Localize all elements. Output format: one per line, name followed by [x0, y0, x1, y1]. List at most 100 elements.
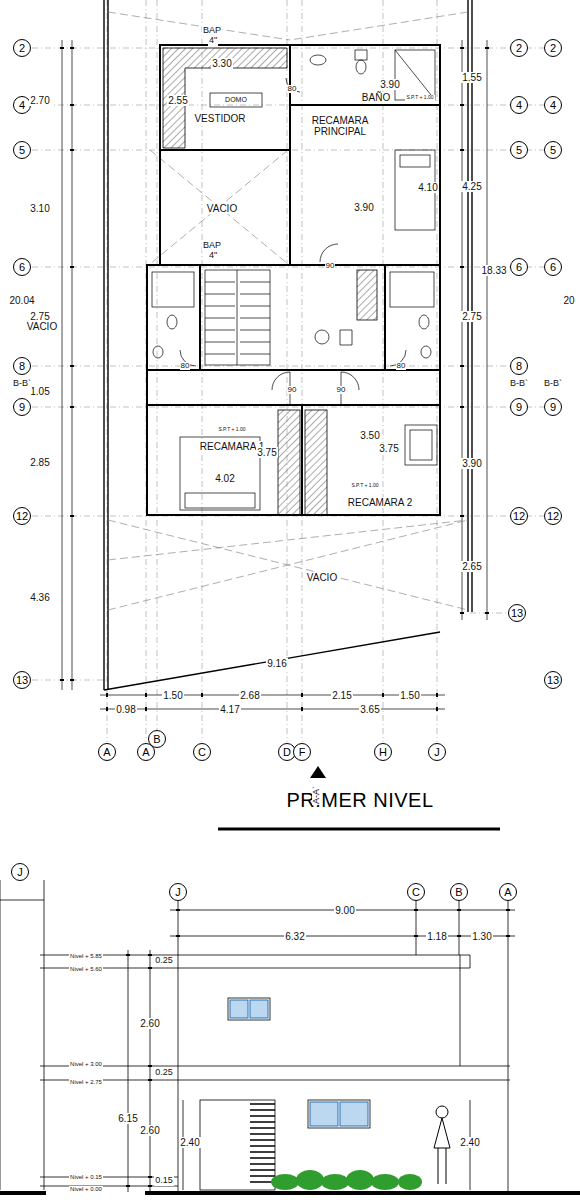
grid-bubble: C — [193, 743, 211, 761]
dimension-label: 2.40 — [459, 1137, 480, 1148]
grid-bubble: 4 — [510, 96, 528, 114]
grid-label: 13 — [511, 608, 523, 619]
grid-label: A — [142, 747, 149, 758]
grid-bubble: 5 — [510, 141, 528, 159]
grid-bubble: 2 — [13, 39, 31, 57]
grid-label: 5 — [550, 145, 556, 156]
grid-bubble: 8 — [13, 357, 31, 375]
grid-bubble: 5 — [544, 141, 562, 159]
dimension-label: BAP — [202, 241, 222, 251]
grid-bubble: J — [169, 883, 187, 901]
grid-bubble: 9 — [13, 398, 31, 416]
grid-label: F — [299, 747, 306, 758]
dimension-label: 0.25 — [154, 956, 174, 966]
grid-bubble: A — [98, 743, 116, 761]
grid-label: 8 — [19, 361, 25, 372]
grid-label: 12 — [513, 511, 525, 522]
grid-bubble: 13 — [544, 671, 562, 689]
dimension-label: Nivel + 0.00 — [69, 1186, 103, 1193]
dimension-label: 2.60 — [139, 1125, 160, 1136]
plan-title: PRIMER NIVEL — [286, 789, 433, 812]
grid-label: 6 — [516, 262, 522, 273]
dimension-label: VESTIDOR — [193, 113, 246, 124]
grid-bubble: 13 — [508, 604, 526, 622]
grid-bubble: 6 — [510, 258, 528, 276]
dimension-label: 2.75 — [461, 311, 482, 322]
dimension-label: B-B` — [12, 379, 32, 389]
dimension-label: Nivel + 2.75 — [69, 1079, 103, 1086]
dimension-label: 3.75 — [378, 443, 399, 454]
dimension-label: 2.60 — [139, 1018, 160, 1029]
dimension-label: 80 — [287, 85, 298, 94]
grid-bubble: 13 — [13, 671, 31, 689]
grid-bubble: 4 — [544, 96, 562, 114]
grid-bubble: 12 — [13, 507, 31, 525]
grid-bubble: A — [137, 743, 155, 761]
dimension-label: S.P.T + 1.00 — [405, 95, 434, 101]
dimension-label: 18.33 — [480, 265, 507, 276]
grid-label: 5 — [516, 145, 522, 156]
dimension-label: 3.90 — [353, 202, 374, 213]
dimension-label: DOMO — [224, 96, 248, 104]
grid-bubble: 12 — [510, 507, 528, 525]
grid-label: 4 — [19, 100, 25, 111]
dimension-label: 3.65 — [359, 704, 380, 715]
grid-bubble: H — [374, 743, 392, 761]
dimension-label: RECAMARA 2 — [347, 497, 413, 508]
dimension-label: S.P.T + 1.00 — [350, 483, 379, 489]
dimension-label: 1.30 — [471, 931, 492, 942]
dimension-label: RECAMARA 1 — [199, 441, 265, 452]
grid-label: B — [455, 887, 462, 898]
grid-label: A — [103, 747, 110, 758]
dimension-label: 2.75 — [29, 311, 50, 322]
grid-label: J — [434, 747, 440, 758]
dimension-label: 0.25 — [154, 1068, 174, 1078]
grid-label: 6 — [550, 262, 556, 273]
grid-bubble: F — [293, 743, 311, 761]
dimension-label: 4.17 — [219, 704, 240, 715]
dimension-label: 1.18 — [426, 931, 447, 942]
dimension-label: 1.05 — [29, 386, 50, 397]
grid-bubble: 8 — [510, 357, 528, 375]
dimension-label: VACIO — [206, 203, 238, 214]
grid-label: 8 — [516, 361, 522, 372]
dimension-label: 3.30 — [211, 58, 232, 69]
dimension-label: B-B` — [543, 379, 563, 389]
dimension-label: 2.55 — [167, 95, 188, 106]
dimension-label: 2.85 — [29, 457, 50, 468]
dimension-label: 90 — [287, 386, 298, 395]
dimension-label: 4" — [208, 251, 218, 261]
dimension-label: 6.32 — [284, 931, 305, 942]
grid-label: 9 — [550, 402, 556, 413]
dimension-label: 2.70 — [29, 95, 50, 106]
dimension-label: 3.10 — [29, 203, 50, 214]
grid-bubble: 9 — [544, 398, 562, 416]
grid-bubble: 6 — [13, 258, 31, 276]
dimension-label: 4.02 — [214, 473, 235, 484]
dimension-label: 9.00 — [334, 905, 355, 916]
dimension-label: 4.25 — [461, 181, 482, 192]
grid-bubble: 12 — [544, 507, 562, 525]
dimension-label: 2.15 — [331, 690, 352, 701]
dimension-label: 3.90 — [461, 458, 482, 469]
grid-label: 9 — [19, 402, 25, 413]
dimension-label: S.P.T + 1.00 — [217, 427, 246, 433]
dimension-label: RECAMARA PRINCIPAL — [304, 115, 376, 137]
grid-label: 2 — [516, 43, 522, 54]
grid-label: J — [175, 887, 181, 898]
dimension-label: 1.50 — [399, 690, 420, 701]
dimension-label: 1.50 — [162, 690, 183, 701]
grid-label: 12 — [16, 511, 28, 522]
grid-label: D — [283, 747, 291, 758]
grid-bubble: 2 — [544, 39, 562, 57]
dimension-label: 6.15 — [117, 1113, 138, 1124]
dimension-label: 20.04 — [8, 295, 35, 306]
grid-label: 4 — [516, 100, 522, 111]
grid-bubble: J — [11, 863, 29, 881]
grid-bubble: 9 — [510, 398, 528, 416]
dimension-label: Nivel + 5.85 — [69, 953, 103, 960]
grid-bubble: J — [428, 743, 446, 761]
dimension-label: 20 — [562, 295, 575, 306]
grid-label: J — [17, 867, 23, 878]
